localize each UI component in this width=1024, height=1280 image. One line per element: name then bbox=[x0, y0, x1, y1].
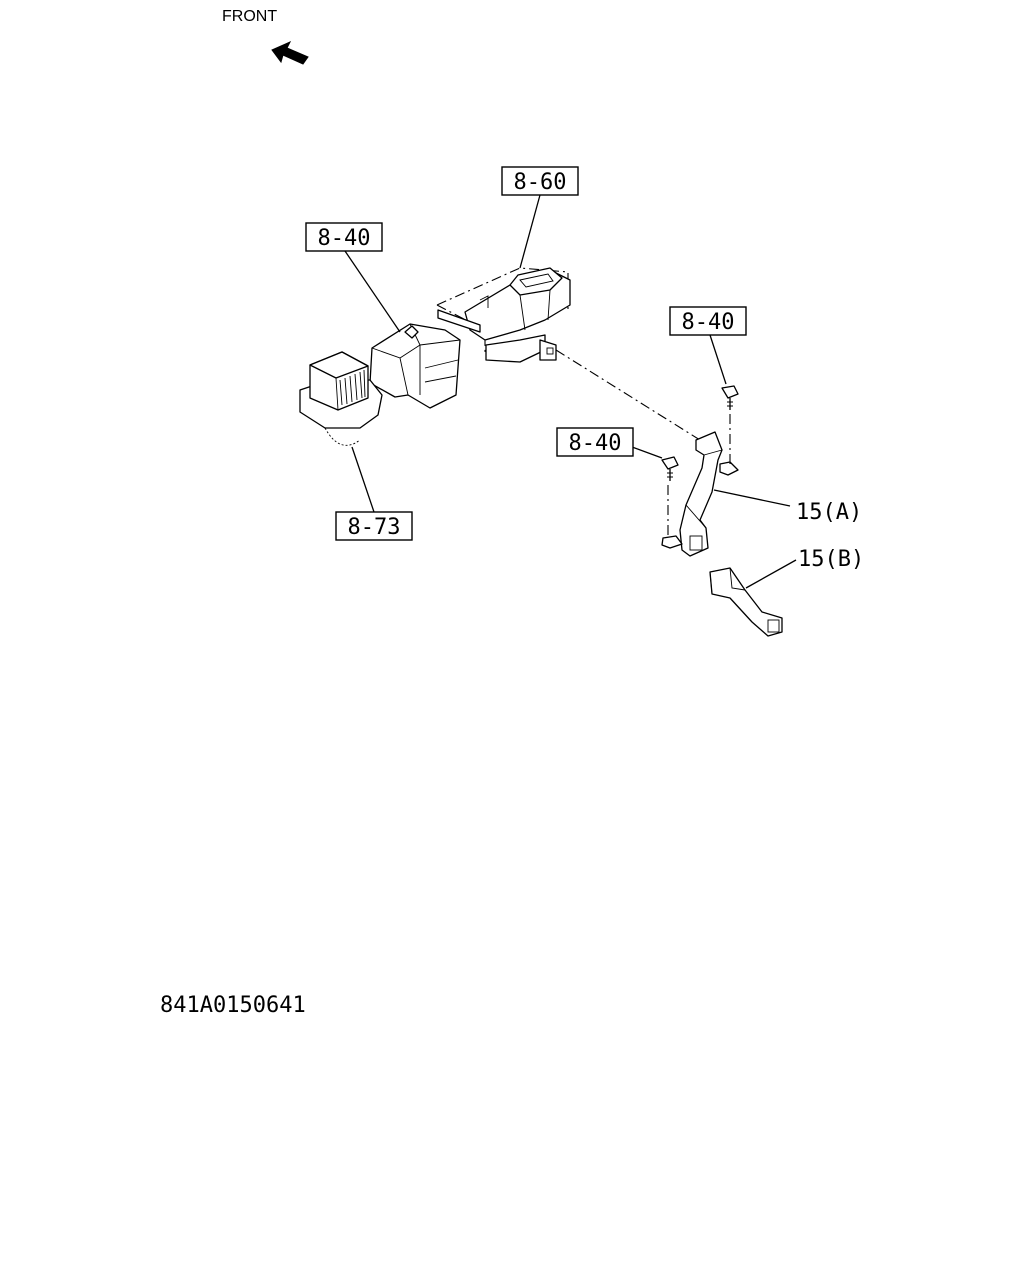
callout-8-73: 8-73 bbox=[335, 511, 413, 541]
part-label-15a: 15(A) bbox=[796, 500, 862, 525]
callout-8-40-blower: 8-40 bbox=[305, 222, 383, 252]
diagram-code: 841A0150641 bbox=[160, 993, 306, 1018]
callout-8-40-lower: 8-40 bbox=[556, 427, 634, 457]
front-label: FRONT bbox=[222, 8, 277, 25]
leader-8-40-upper bbox=[709, 334, 727, 385]
leader-15a bbox=[713, 489, 791, 507]
callout-8-60-text: 8-60 bbox=[514, 170, 567, 195]
callout-8-40-blower-text: 8-40 bbox=[318, 226, 371, 251]
leader-8-60 bbox=[519, 194, 541, 269]
filter-housing bbox=[299, 351, 383, 446]
duct-15a bbox=[555, 349, 739, 557]
callout-8-40-upper: 8-40 bbox=[669, 306, 747, 336]
leader-8-40-lower bbox=[631, 446, 663, 459]
callout-8-40-upper-text: 8-40 bbox=[682, 310, 735, 335]
leader-8-40-blower bbox=[344, 250, 401, 333]
callout-8-73-text: 8-73 bbox=[348, 515, 401, 540]
front-arrow-icon bbox=[271, 40, 309, 65]
screw-upper bbox=[721, 385, 739, 465]
callout-8-60: 8-60 bbox=[501, 166, 579, 196]
screw-lower bbox=[661, 456, 679, 538]
heater-unit-assembly bbox=[436, 267, 571, 363]
blower-housing bbox=[369, 323, 461, 409]
leader-8-73 bbox=[351, 446, 375, 513]
callout-8-40-lower-text: 8-40 bbox=[569, 431, 622, 456]
leader-15b bbox=[745, 559, 797, 589]
part-label-15b: 15(B) bbox=[798, 547, 864, 572]
duct-15b bbox=[709, 567, 783, 637]
